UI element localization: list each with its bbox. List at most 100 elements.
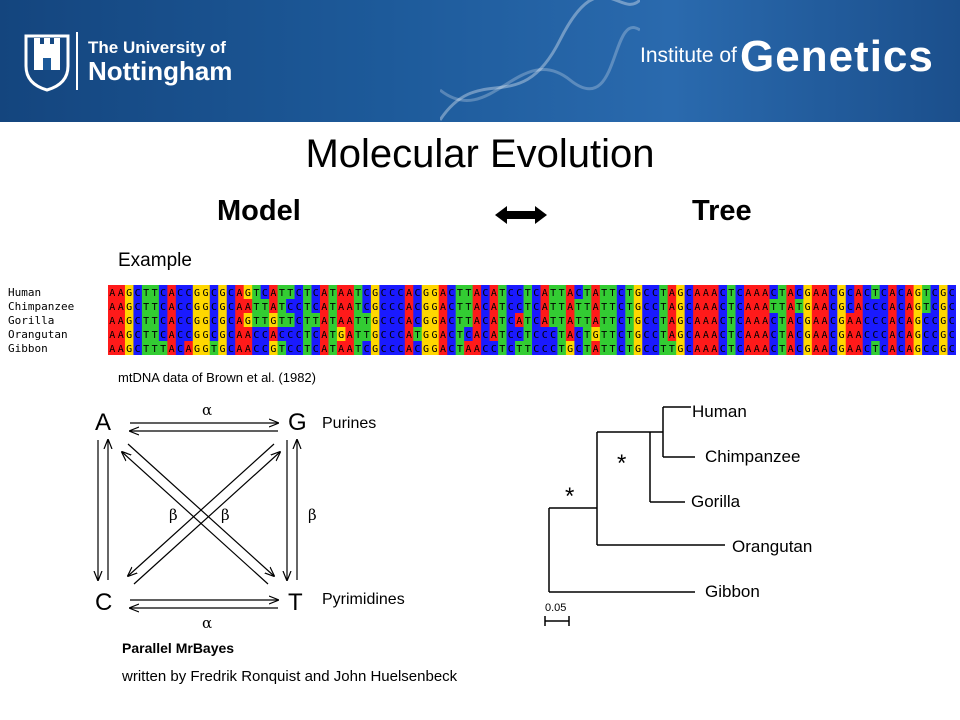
nucleotide-letter: T [779,344,785,355]
nucleotide-cell [370,341,380,355]
nucleotide-cell [930,313,940,327]
nucleotide-letter: G [677,330,683,341]
nucleotide-cell [294,299,304,313]
nucleotide-cell [150,313,160,327]
nucleotide-letter: A [889,316,895,327]
nucleotide-letter: A [822,330,828,341]
nucleotide-cell [243,285,253,299]
nucleotide-a: A [95,409,111,436]
nucleotide-cell [540,327,550,341]
nucleotide-cell [133,299,143,313]
nucleotide-letter: A [754,302,760,313]
nucleotide-cell [506,285,516,299]
nucleotide-cell [591,327,601,341]
nucleotide-letter: G [940,330,946,341]
nucleotide-cell [701,327,711,341]
nucleotide-cell [506,313,516,327]
nucleotide-letter: A [406,288,412,299]
nucleotide-letter: A [567,288,573,299]
nucleotide-cell [930,299,940,313]
nucleotide-letter: T [923,302,929,313]
nucleotide-letter: A [567,302,573,313]
nucleotide-letter: T [660,330,666,341]
nucleotide-cell [260,313,270,327]
nucleotide-letter: G [677,344,683,355]
nucleotide-letter: T [872,288,878,299]
nucleotide-letter: C [228,344,234,355]
nucleotide-letter: C [313,302,319,313]
nucleotide-letter: A [347,316,353,327]
nucleotide-cell [650,327,660,341]
nucleotide-cell [625,327,635,341]
nucleotide-letter: C [533,344,539,355]
nucleotide-cell [913,327,923,341]
nucleotide-letter: T [143,288,149,299]
nucleotide-letter: A [669,302,675,313]
nucleotide-letter: C [160,288,166,299]
nucleotide-cell [828,285,838,299]
nucleotide-cell [108,327,117,341]
nucleotide-letter: T [660,302,666,313]
nucleotide-letter: G [338,330,344,341]
nucleotide-cell [413,341,423,355]
nucleotide-cell [472,341,482,355]
nucleotide-cell [328,327,338,341]
nucleotide-cell [515,327,524,341]
nucleotide-letter: C [949,330,955,341]
nucleotide-cell [192,341,202,355]
nucleotide-letter: A [347,330,353,341]
nucleotide-letter: A [406,330,412,341]
nucleotide-letter: T [627,302,633,313]
nucleotide-letter: T [304,330,310,341]
nucleotide-letter: T [499,288,505,299]
nucleotide-letter: C [771,344,777,355]
nucleotide-cell [226,327,236,341]
nucleotide-cell [735,299,745,313]
nucleotide-cell [565,327,575,341]
nucleotide-letter: A [906,330,912,341]
nucleotide-cell [379,313,389,327]
nucleotide-cell [243,313,253,327]
nucleotide-cell [175,327,185,341]
nucleotide-letter: G [915,316,921,327]
nucleotide-letter: G [423,302,429,313]
nucleotide-cell [141,327,151,341]
nucleotide-cell [642,299,652,313]
nucleotide-cell [642,285,652,299]
nucleotide-cell [625,313,635,327]
nucleotide-cell [413,285,423,299]
nucleotide-letter: A [491,302,497,313]
university-crest-icon [24,34,70,92]
support-marker: * [617,450,626,477]
nucleotide-cell [794,313,804,327]
university-name-line1: The University of [88,38,226,57]
nucleotide-letter: A [694,330,700,341]
nucleotide-cell [472,327,482,341]
nucleotide-cell [218,299,228,313]
nucleotide-cell [218,327,228,341]
nucleotide-cell [396,327,406,341]
nucleotide-cell [362,313,372,327]
nucleotide-letter: A [813,288,819,299]
nucleotide-cell [625,299,635,313]
nucleotide-cell [481,341,490,355]
nucleotide-letter: G [839,316,845,327]
nucleotide-cell [744,299,753,313]
nucleotide-letter: C [643,330,649,341]
nucleotide-cell [548,313,558,327]
nucleotide-letter: C [160,316,166,327]
nucleotide-cell [345,327,355,341]
nucleotide-cell [438,299,448,313]
nucleotide-letter: T [355,330,361,341]
nucleotide-letter: A [169,302,175,313]
nucleotide-cell [642,313,652,327]
nucleotide-letter: C [881,302,887,313]
nucleotide-letter: C [881,316,887,327]
nucleotide-letter: T [525,344,531,355]
nucleotide-cell [947,327,956,341]
nucleotide-letter: T [610,330,616,341]
nucleotide-letter: C [262,344,268,355]
nucleotide-cell [116,341,126,355]
nucleotide-letter: A [406,344,412,355]
nucleotide-cell [862,299,872,313]
